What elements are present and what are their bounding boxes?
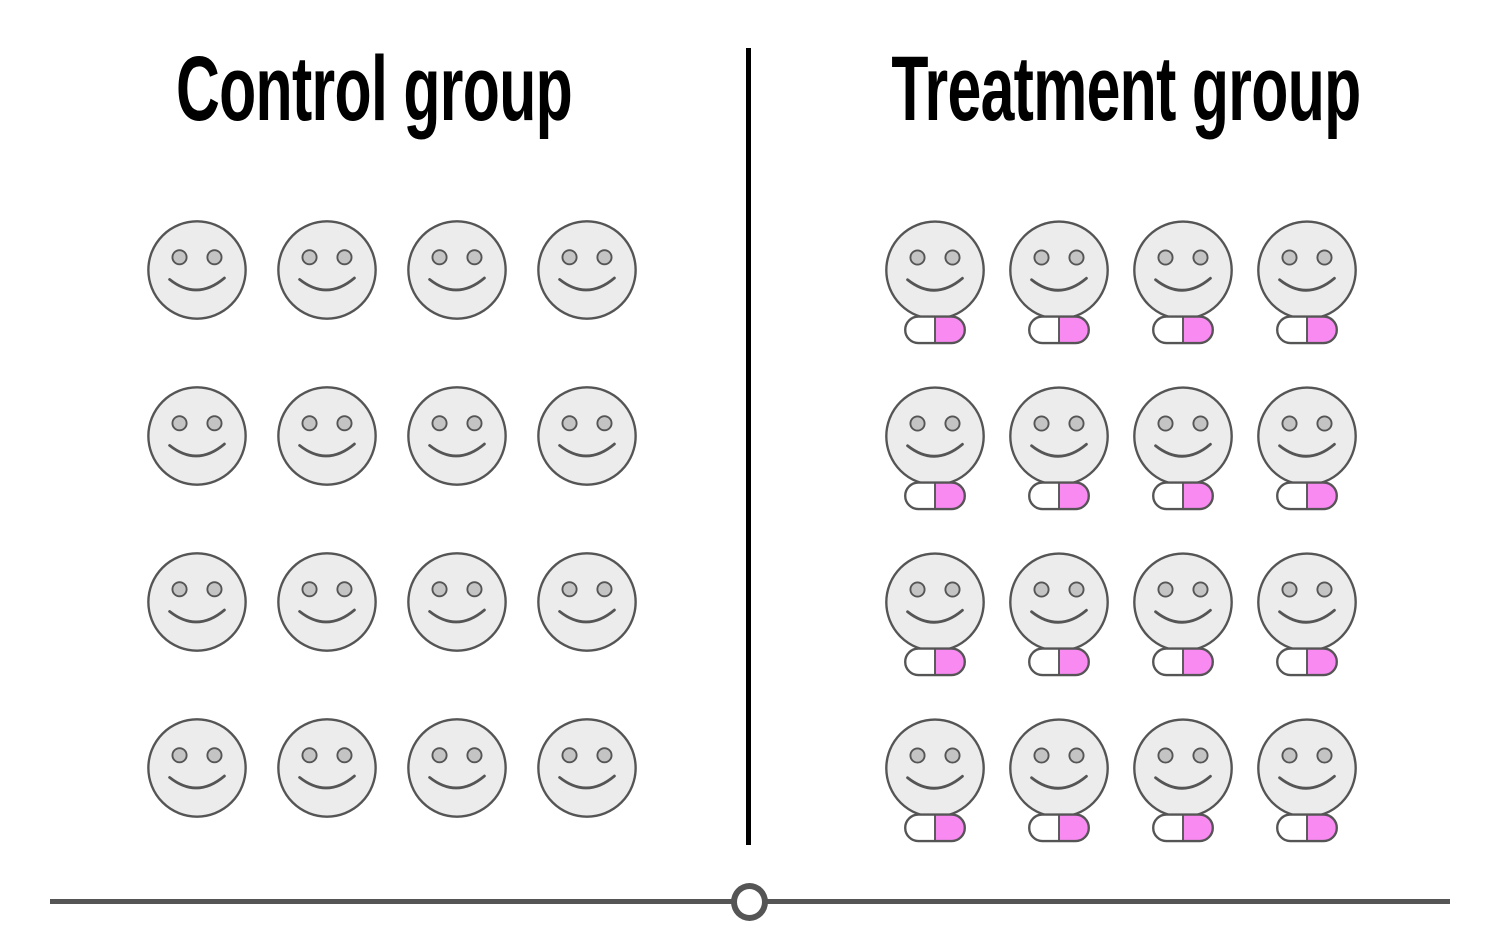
person-figure <box>407 220 507 320</box>
person-figure <box>885 552 985 677</box>
control-group-title: Control group <box>175 38 573 140</box>
person-figure <box>1257 718 1357 843</box>
smiley-face-icon <box>277 718 377 818</box>
slider-handle[interactable] <box>731 883 768 921</box>
person-figure <box>1133 552 1233 677</box>
smiley-face-icon <box>407 386 507 486</box>
person-figure <box>277 220 377 320</box>
treatment-group-title: Treatment group <box>891 38 1361 140</box>
person-figure <box>1133 220 1233 345</box>
pill-icon <box>1152 315 1214 345</box>
person-figure <box>147 552 247 652</box>
person-figure <box>537 386 637 486</box>
person-figure <box>537 552 637 652</box>
smiley-face-icon <box>1009 718 1109 819</box>
smiley-face-icon <box>277 552 377 652</box>
person-figure <box>885 220 985 345</box>
smiley-face-icon <box>1257 386 1357 487</box>
person-figure <box>147 220 247 320</box>
pill-icon <box>1276 481 1338 511</box>
person-figure <box>1133 386 1233 511</box>
control-group-grid <box>145 219 639 819</box>
smiley-face-icon <box>885 220 985 321</box>
person-figure <box>147 386 247 486</box>
smiley-face-icon <box>147 220 247 320</box>
smiley-face-icon <box>1133 718 1233 819</box>
smiley-face-icon <box>147 552 247 652</box>
smiley-face-icon <box>147 386 247 486</box>
pill-icon <box>904 315 966 345</box>
pill-icon <box>1028 813 1090 843</box>
smiley-face-icon <box>147 718 247 818</box>
pill-icon <box>1276 647 1338 677</box>
pill-icon <box>904 481 966 511</box>
smiley-face-icon <box>277 220 377 320</box>
smiley-face-icon <box>1009 386 1109 487</box>
smiley-face-icon <box>407 552 507 652</box>
person-figure <box>1133 718 1233 843</box>
person-figure <box>1257 220 1357 345</box>
pill-icon <box>904 813 966 843</box>
person-figure <box>885 718 985 843</box>
smiley-face-icon <box>537 220 637 320</box>
person-figure <box>885 386 985 511</box>
pill-icon <box>1152 481 1214 511</box>
person-figure <box>1257 552 1357 677</box>
person-figure <box>1009 552 1109 677</box>
smiley-face-icon <box>885 386 985 487</box>
person-figure <box>407 552 507 652</box>
pill-icon <box>1028 647 1090 677</box>
pill-icon <box>904 647 966 677</box>
smiley-face-icon <box>1257 552 1357 653</box>
smiley-face-icon <box>537 718 637 818</box>
pill-icon <box>1152 647 1214 677</box>
person-figure <box>277 552 377 652</box>
smiley-face-icon <box>537 552 637 652</box>
smiley-face-icon <box>1257 220 1357 321</box>
pill-icon <box>1276 813 1338 843</box>
smiley-face-icon <box>537 386 637 486</box>
pill-icon <box>1152 813 1214 843</box>
smiley-face-icon <box>885 718 985 819</box>
smiley-face-icon <box>1257 718 1357 819</box>
person-figure <box>407 718 507 818</box>
smiley-face-icon <box>1133 220 1233 321</box>
person-figure <box>1009 718 1109 843</box>
pill-icon <box>1276 315 1338 345</box>
person-figure <box>537 220 637 320</box>
person-figure <box>147 718 247 818</box>
pill-icon <box>1028 481 1090 511</box>
smiley-face-icon <box>885 552 985 653</box>
smiley-face-icon <box>407 718 507 818</box>
smiley-face-icon <box>1009 552 1109 653</box>
person-figure <box>1257 386 1357 511</box>
pill-icon <box>1028 315 1090 345</box>
person-figure <box>407 386 507 486</box>
person-figure <box>1009 386 1109 511</box>
vertical-divider <box>746 48 751 845</box>
smiley-face-icon <box>407 220 507 320</box>
person-figure <box>277 718 377 818</box>
smiley-face-icon <box>1133 386 1233 487</box>
smiley-face-icon <box>1009 220 1109 321</box>
smiley-face-icon <box>1133 552 1233 653</box>
treatment-group-grid <box>883 219 1359 846</box>
person-figure <box>1009 220 1109 345</box>
person-figure <box>537 718 637 818</box>
smiley-face-icon <box>277 386 377 486</box>
person-figure <box>277 386 377 486</box>
